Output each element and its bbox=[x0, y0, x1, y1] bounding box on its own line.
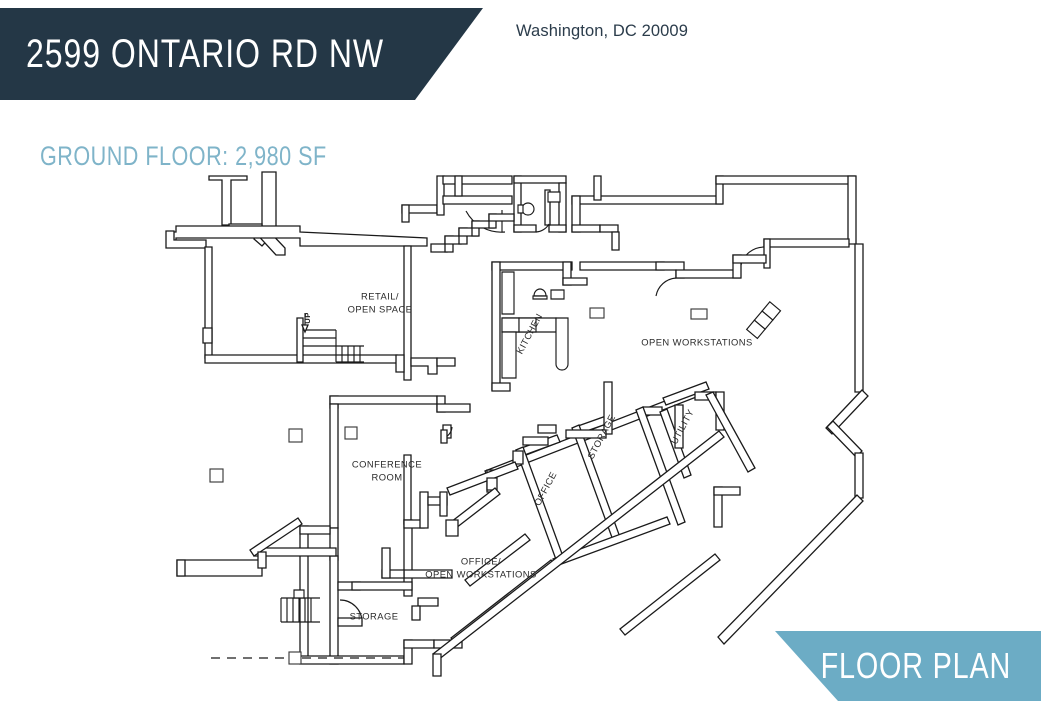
svg-text:OPEN WORKSTATIONS: OPEN WORKSTATIONS bbox=[641, 336, 752, 347]
svg-text:OFFICE: OFFICE bbox=[532, 470, 559, 508]
svg-text:CONFERENCE: CONFERENCE bbox=[352, 458, 422, 469]
svg-text:OPEN WORKSTATIONS: OPEN WORKSTATIONS bbox=[425, 568, 536, 579]
svg-text:STORAGE: STORAGE bbox=[585, 412, 618, 460]
svg-text:UTILITY: UTILITY bbox=[668, 407, 696, 446]
room-label-storage-upper: STORAGE bbox=[585, 412, 618, 460]
floor-area-subtitle: GROUND FLOOR: 2,980 SF bbox=[40, 141, 327, 171]
property-address: Washington, DC 20009 bbox=[516, 22, 688, 40]
svg-text:KITCHEN: KITCHEN bbox=[514, 311, 545, 355]
svg-text:STORAGE: STORAGE bbox=[350, 610, 399, 621]
page-title: 2599 ONTARIO RD NW bbox=[26, 32, 385, 76]
room-label-office-open-workstations: OFFICE/ OPEN WORKSTATIONS bbox=[425, 555, 536, 579]
room-label-office: OFFICE bbox=[532, 470, 559, 508]
room-label-retail: RETAIL/ OPEN SPACE bbox=[348, 290, 413, 314]
svg-text:ROOM: ROOM bbox=[372, 471, 403, 482]
room-label-kitchen: KITCHEN bbox=[514, 311, 545, 355]
room-label-conference-room: CONFERENCE ROOM bbox=[352, 458, 422, 482]
room-label-storage-lower: STORAGE bbox=[350, 610, 399, 621]
svg-text:OFFICE/: OFFICE/ bbox=[461, 555, 501, 566]
header-banner-shape bbox=[0, 8, 483, 100]
svg-text:OPEN SPACE: OPEN SPACE bbox=[348, 303, 413, 314]
svg-text:RETAIL/: RETAIL/ bbox=[361, 290, 399, 301]
header-banner: 2599 ONTARIO RD NW bbox=[0, 8, 500, 100]
floor-plan-banner: FLOOR PLAN bbox=[770, 631, 1041, 701]
stair-up-label: UP bbox=[303, 312, 312, 323]
room-label-open-workstations: OPEN WORKSTATIONS bbox=[641, 336, 752, 347]
room-label-utility: UTILITY bbox=[668, 407, 696, 446]
floor-plan-banner-label: FLOOR PLAN bbox=[820, 645, 1011, 686]
